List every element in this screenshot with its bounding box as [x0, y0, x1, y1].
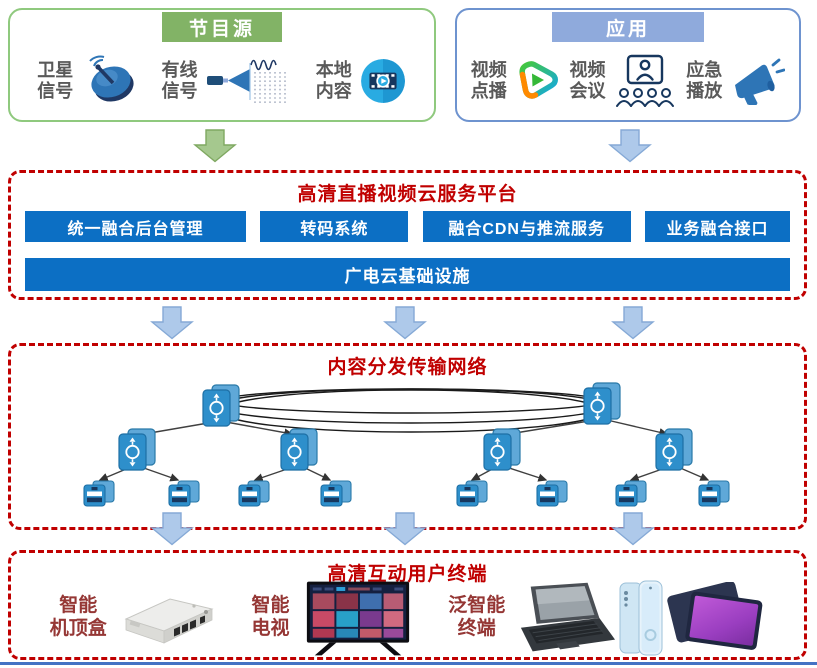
app-panel: 应用 视频点播 视频会议	[455, 8, 801, 122]
backbone-ring	[216, 388, 606, 433]
network-node-edge-8	[698, 480, 730, 507]
network-node-edge-2	[168, 480, 200, 507]
satellite-signal-item: 卫星信号	[37, 55, 138, 107]
video-conference-item: 视频会议	[570, 53, 677, 109]
terminal-title: 高清互动用户终端	[327, 564, 488, 585]
local-media-label: 本地内容	[315, 60, 352, 101]
network-node-edge-3	[238, 480, 270, 507]
network-node-mid-2	[280, 428, 318, 471]
network-node-mid-3	[483, 428, 521, 471]
smart-tv-label: 智能电视	[251, 595, 290, 639]
smart-tv-item: 智能电视	[251, 579, 415, 657]
video-on-demand-item: 视频点播	[471, 59, 560, 103]
platform-panel: 高清直播视频云服务平台 统一融合后台管理 转码系统 融合CDN与推流服务 业务融…	[8, 170, 807, 300]
smart-devices-label: 泛智能终端	[448, 595, 506, 639]
laptop-phone-tablet-image	[515, 579, 765, 657]
video-conference-label: 视频会议	[569, 60, 606, 101]
down-arrow-2	[383, 306, 427, 340]
down-arrow-3	[611, 306, 655, 340]
down-arrow-4	[150, 512, 194, 546]
network-node-edge-7	[615, 480, 647, 507]
platform-module-backend: 统一融合后台管理	[25, 211, 246, 242]
source-items: 卫星信号 有线信号	[14, 44, 430, 118]
network-node-mid-4	[655, 428, 693, 471]
smart-devices-item: 泛智能终端	[448, 579, 765, 657]
network-node-mid-1	[118, 428, 156, 471]
cable-signal-label: 有线信号	[161, 60, 198, 101]
cable-signal-icon	[206, 59, 286, 104]
network-node-edge-5	[456, 480, 488, 507]
satellite-signal-label: 卫星信号	[37, 60, 74, 101]
platform-modules: 统一融合后台管理 转码系统 融合CDN与推流服务 业务融合接口	[25, 211, 790, 242]
local-media-icon	[360, 59, 405, 103]
video-conference-icon	[615, 54, 674, 107]
platform-infrastructure-bar: 广电云基础设施	[25, 258, 790, 291]
down-arrow-source	[193, 129, 237, 163]
network-node-edge-4	[320, 480, 352, 507]
network-panel: 内容分发传输网络	[8, 343, 807, 530]
network-node-edge-6	[536, 480, 568, 507]
down-arrow-app	[608, 129, 652, 163]
set-top-box-image	[124, 598, 214, 644]
laptop-image	[521, 582, 616, 652]
network-topology	[83, 382, 730, 507]
down-arrow-1	[150, 306, 194, 340]
emergency-broadcast-icon	[735, 58, 786, 105]
platform-module-transcode: 转码系统	[260, 211, 409, 242]
smartphone-image	[619, 580, 663, 656]
bottom-divider	[0, 662, 817, 665]
network-node-core-right	[583, 382, 621, 425]
network-node-core-left	[202, 384, 240, 427]
network-edges	[98, 419, 710, 482]
tablet-image	[667, 582, 763, 650]
terminal-items: 智能机顶盒	[17, 579, 798, 657]
emergency-broadcast-label: 应急播放	[686, 60, 723, 101]
app-items: 视频点播 视频会议	[461, 44, 795, 118]
satellite-dish-icon	[89, 55, 134, 102]
cable-signal-item: 有线信号	[162, 54, 293, 108]
network-title: 内容分发传输网络	[327, 357, 488, 378]
set-top-box-label: 智能机顶盒	[49, 595, 107, 639]
app-panel-header: 应用	[552, 12, 704, 42]
platform-module-cdn: 融合CDN与推流服务	[422, 211, 631, 242]
smart-tv-image	[306, 581, 409, 656]
source-panel: 节目源 卫星信号 有线信号	[8, 8, 436, 122]
platform-title: 高清直播视频云服务平台	[297, 184, 518, 205]
video-on-demand-icon	[519, 61, 558, 99]
set-top-box-item: 智能机顶盒	[50, 589, 219, 647]
emergency-broadcast-item: 应急播放	[686, 57, 786, 105]
network-node-edge-1	[83, 480, 115, 507]
down-arrow-5	[383, 512, 427, 546]
terminal-panel: 高清互动用户终端 智能机顶盒	[8, 550, 807, 660]
platform-module-interface: 业务融合接口	[644, 211, 790, 242]
video-on-demand-label: 视频点播	[470, 60, 507, 101]
source-panel-header: 节目源	[162, 12, 282, 42]
local-media-item: 本地内容	[316, 57, 407, 105]
down-arrow-6	[611, 512, 655, 546]
